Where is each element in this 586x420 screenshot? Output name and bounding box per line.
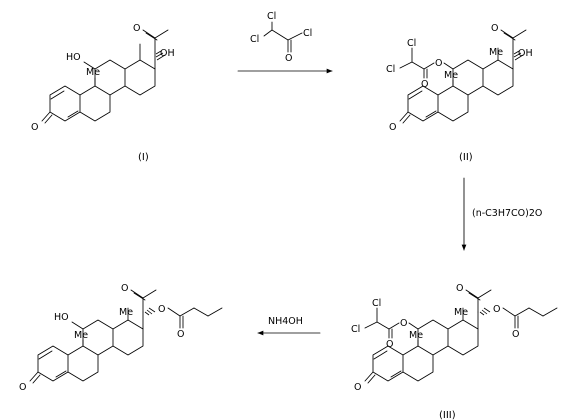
- ho-label: HO: [66, 52, 81, 63]
- o-ester-label: O: [400, 318, 407, 329]
- cl-label: Cl: [372, 298, 381, 309]
- reagent-butyric-anhydride: (n-C3H7CO)2O: [472, 208, 542, 219]
- compound-1-label: (I): [138, 152, 149, 163]
- o-butyrate-carbonyl-label: O: [512, 329, 519, 340]
- me-label: Me: [444, 70, 458, 81]
- me-label: Me: [489, 47, 503, 58]
- cl-label: Cl: [250, 34, 259, 45]
- cl-label: Cl: [351, 324, 360, 335]
- o-butyrate-label: O: [158, 304, 165, 315]
- o-carbonyl-label: O: [421, 79, 428, 90]
- o-label: O: [285, 53, 292, 64]
- o-carbonyl-label: O: [386, 339, 393, 350]
- reagent-dichloroacetyl-chloride: Cl Cl Cl O: [250, 11, 312, 64]
- o-butyrate-label: O: [493, 304, 500, 315]
- ho-label: HO: [54, 312, 69, 323]
- compound-1: OH O Me HO O (I): [31, 23, 175, 163]
- compound-2-label: (II): [459, 152, 473, 163]
- cl-label: Cl: [267, 11, 276, 22]
- o-acetyl-label: O: [491, 23, 498, 34]
- me-label: Me: [454, 307, 468, 318]
- o-ester-label: O: [435, 58, 442, 69]
- oh-label: OH: [160, 48, 175, 59]
- me-label: Me: [74, 330, 88, 341]
- reagent-ammonium-hydroxide: NH4OH: [268, 316, 303, 327]
- o-acetyl-label: O: [121, 283, 128, 294]
- o-ketone-label: O: [19, 382, 26, 393]
- o-ketone-label: O: [389, 122, 396, 133]
- me-label: Me: [409, 330, 423, 341]
- o-ketone-label: O: [354, 382, 361, 393]
- compound-3-label: (III): [439, 410, 456, 420]
- o-acetyl-label: O: [456, 283, 463, 294]
- hashed-bond: [155, 50, 166, 61]
- o-acetyl-label: O: [133, 23, 140, 34]
- me-label: Me: [86, 67, 100, 78]
- cl-label: Cl: [407, 38, 416, 49]
- compound-3: O O O Me Me O O Cl Cl O (III): [351, 283, 558, 420]
- compound-2: OH O Me Me O O Cl Cl O (II): [386, 23, 533, 163]
- cl-label: Cl: [386, 64, 395, 75]
- o-butyrate-carbonyl-label: O: [177, 329, 184, 340]
- o-ketone-label: O: [31, 122, 38, 133]
- compound-4: O O O Me Me HO O: [19, 283, 223, 393]
- oh-label: OH: [518, 48, 533, 59]
- cl-label: Cl: [303, 28, 312, 39]
- me-label: Me: [119, 307, 133, 318]
